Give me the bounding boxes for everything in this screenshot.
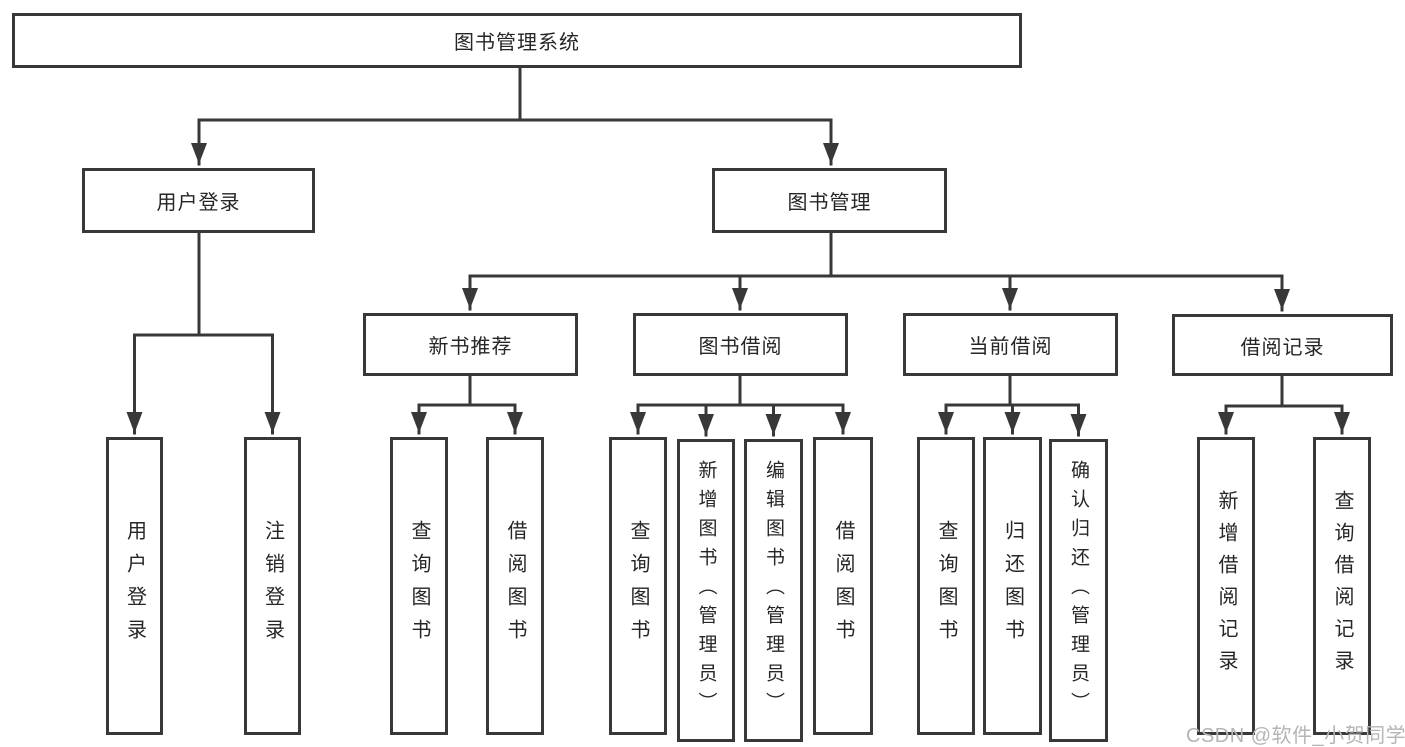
node-user-login: 用户登录 <box>82 168 315 233</box>
leaf-query-books-recommend: 查询图书 <box>390 437 448 735</box>
node-new-book-recommendation: 新书推荐 <box>363 313 578 376</box>
leaf-add-books-admin-label: 新增图书（管理员） <box>695 460 717 721</box>
leaf-user-login-label: 用户登录 <box>123 520 146 652</box>
leaf-edit-books-admin: 编辑图书（管理员） <box>744 439 803 742</box>
leaf-query-books-borrowing-label: 查询图书 <box>627 520 649 652</box>
node-root-label: 图书管理系统 <box>454 32 580 54</box>
node-borrowing-records-label: 借阅记录 <box>1240 336 1325 359</box>
leaf-logout-label: 注销登录 <box>261 520 284 652</box>
leaf-confirm-return-admin-label: 确认归还（管理员） <box>1068 460 1089 721</box>
leaf-query-borrow-record: 查询借阅记录 <box>1313 437 1371 735</box>
node-borrowing-records: 借阅记录 <box>1172 314 1393 376</box>
leaf-confirm-return-admin: 确认归还（管理员） <box>1049 439 1108 742</box>
node-current-borrowing: 当前借阅 <box>903 313 1118 376</box>
leaf-logout: 注销登录 <box>244 437 301 735</box>
leaf-query-books-current-label: 查询图书 <box>935 520 957 652</box>
leaf-borrow-books-recommend: 借阅图书 <box>486 437 544 735</box>
leaf-query-books-borrowing: 查询图书 <box>609 437 667 735</box>
node-new-book-recommendation-label: 新书推荐 <box>428 336 513 358</box>
node-book-borrowing: 图书借阅 <box>633 313 848 376</box>
leaf-return-books: 归还图书 <box>983 437 1042 735</box>
leaf-add-borrow-record: 新增借阅记录 <box>1197 437 1255 735</box>
leaf-query-borrow-record-label: 查询借阅记录 <box>1331 490 1353 682</box>
leaf-add-borrow-record-label: 新增借阅记录 <box>1215 490 1237 682</box>
leaf-borrow-books-borrowing-label: 借阅图书 <box>832 520 854 652</box>
node-book-management-label: 图书管理 <box>787 192 872 214</box>
leaf-user-login: 用户登录 <box>106 437 163 735</box>
leaf-edit-books-admin-label: 编辑图书（管理员） <box>763 460 784 721</box>
leaf-query-books-recommend-label: 查询图书 <box>408 520 430 652</box>
leaf-query-books-current: 查询图书 <box>917 437 975 735</box>
node-current-borrowing-label: 当前借阅 <box>968 336 1053 358</box>
node-root-system: 图书管理系统 <box>12 13 1022 68</box>
csdn-watermark: CSDN @软件_小贺同学 <box>1186 725 1405 747</box>
node-book-management: 图书管理 <box>712 168 947 233</box>
leaf-borrow-books-recommend-label: 借阅图书 <box>504 520 526 652</box>
leaf-borrow-books-borrowing: 借阅图书 <box>813 437 873 735</box>
leaf-add-books-admin: 新增图书（管理员） <box>677 439 735 742</box>
node-book-borrowing-label: 图书借阅 <box>698 336 783 358</box>
node-user-login-label: 用户登录 <box>156 192 241 214</box>
leaf-return-books-label: 归还图书 <box>1001 520 1024 652</box>
